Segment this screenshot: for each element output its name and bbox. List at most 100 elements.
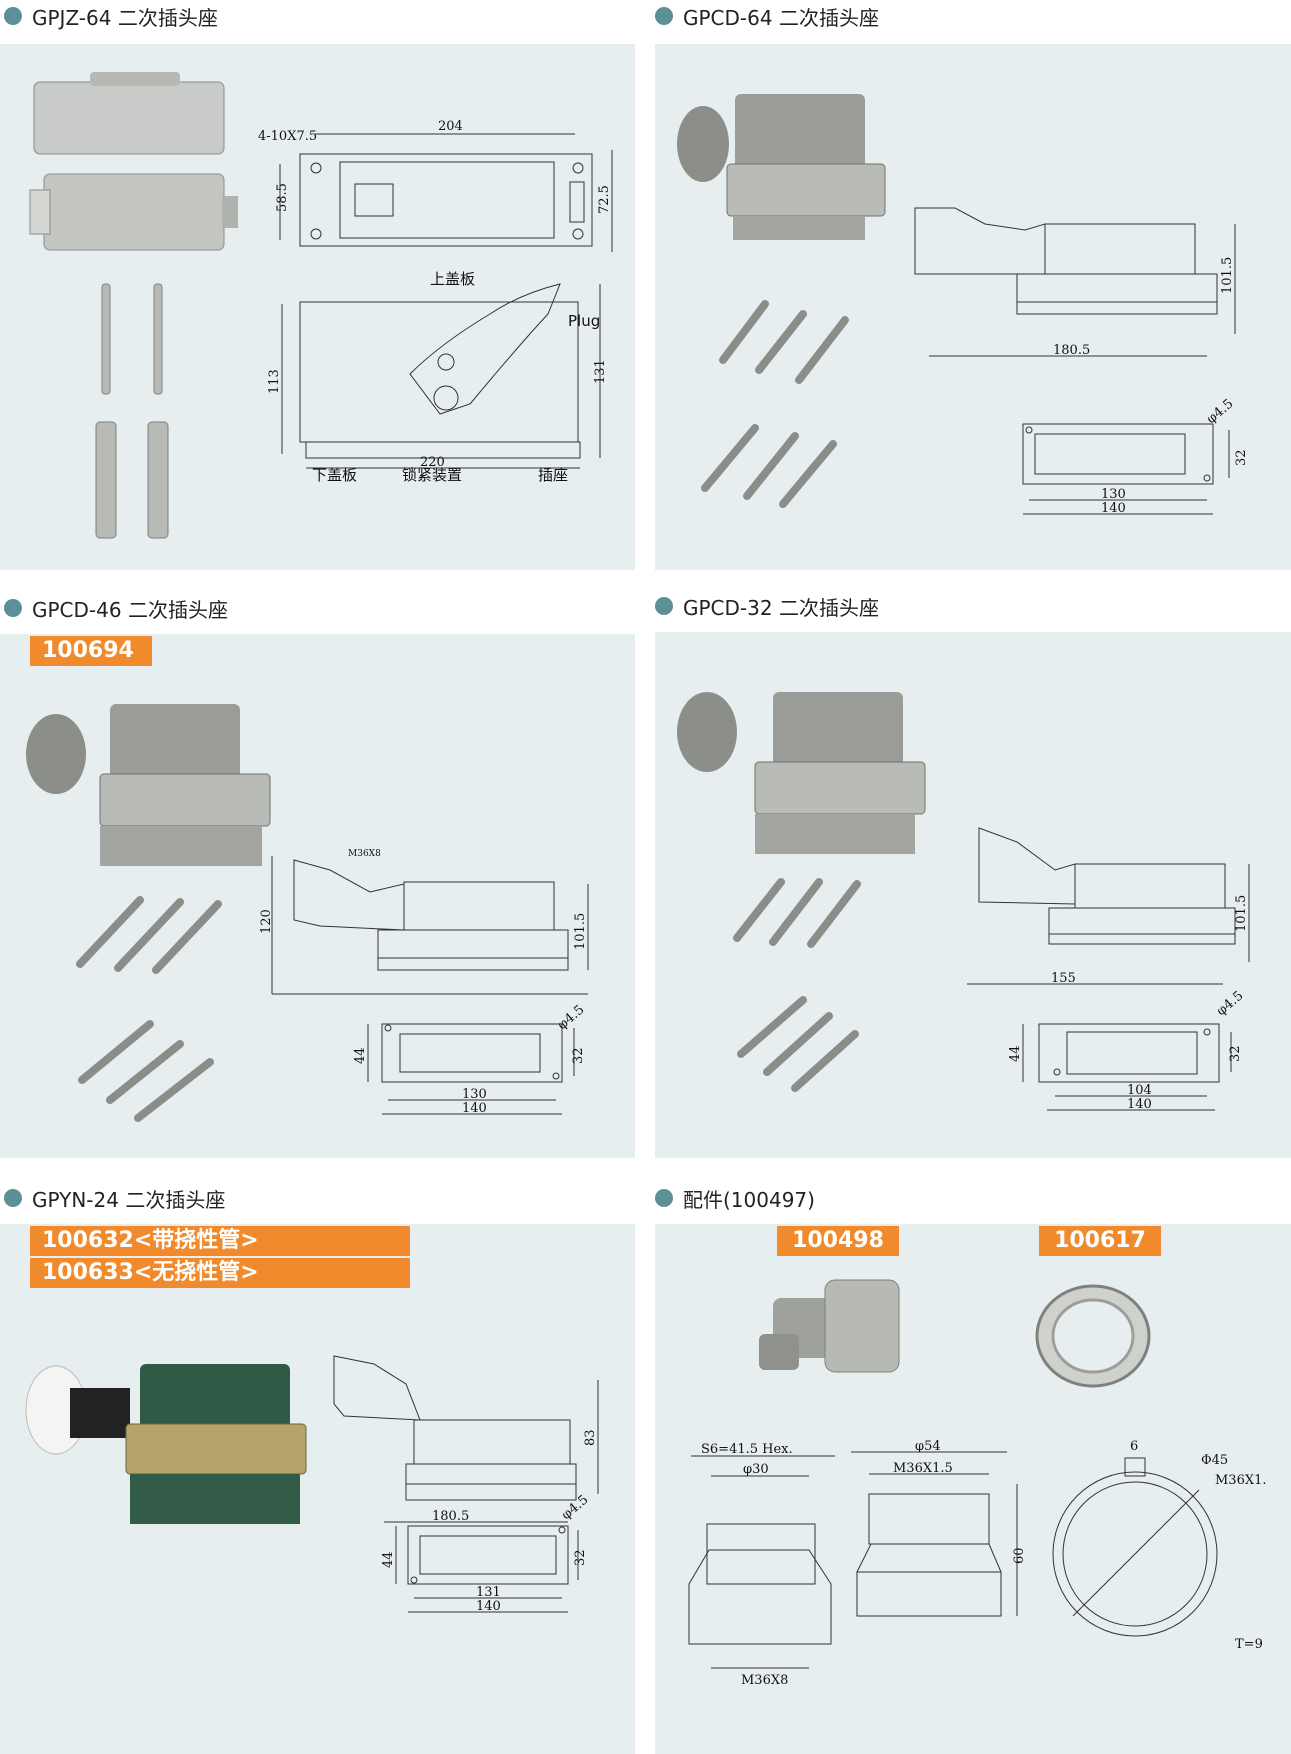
dim-label: 60: [1012, 1547, 1027, 1564]
dim-label: 113: [267, 369, 282, 394]
dim-label: φ4.5: [1204, 396, 1236, 427]
dim-label: 44: [1008, 1045, 1023, 1062]
dim-label: φ54: [915, 1439, 941, 1454]
connector-housing-photo: [29, 72, 238, 251]
accessories-illustration: S6=41.5 Hex. φ30 M36X8 φ54 M36X1.5 60 6 …: [688, 1279, 1267, 1688]
dim-label: 131: [593, 359, 608, 384]
dim-label: M36X1.5: [893, 1461, 953, 1476]
bullet-icon: [4, 599, 22, 617]
dim-label: 83: [583, 1429, 598, 1446]
bullet-icon: [4, 7, 22, 25]
part-number-tag: 100498: [777, 1226, 899, 1256]
dim-label: 140: [1101, 501, 1126, 516]
dim-label: 101.5: [1220, 257, 1235, 294]
gpcd64-side-view-drawing: 180.5 101.5: [914, 207, 1236, 358]
dim-label: 32: [571, 1047, 586, 1064]
part-label: 插座: [538, 466, 568, 484]
lock-nut-photo: [1035, 1284, 1151, 1388]
dim-label: 180.5: [1053, 343, 1090, 358]
part-label: 下盖板: [312, 466, 357, 484]
panel-gpcd64: 180.5 101.5 130 140 32 φ4.5: [655, 44, 1291, 570]
part-label: 上盖板: [430, 270, 475, 288]
panel-gpjz64: 204 4-10X7.5 58.5 72.5 220 113 131 上盖板 P…: [0, 44, 635, 570]
dim-label: 4-10X7.5: [258, 129, 317, 144]
gpcd64-illustration: 180.5 101.5 130 140 32 φ4.5: [677, 94, 1249, 516]
connector-hood-photo: [677, 692, 926, 854]
dim-label: Φ45: [1201, 1453, 1228, 1468]
pin-contacts-photo: [701, 300, 849, 508]
dim-label: 130: [1101, 487, 1126, 502]
part-number-tag: 100694: [30, 636, 152, 666]
dim-label: 120: [259, 909, 274, 934]
bullet-icon: [4, 1189, 22, 1207]
gpjz64-illustration: 204 4-10X7.5 58.5 72.5 220 113 131 上盖板 P…: [29, 72, 613, 539]
dim-label: 104: [1127, 1083, 1152, 1098]
part-label: 锁紧装置: [402, 466, 462, 484]
dim-label: 130: [462, 1087, 487, 1102]
cable-gland-photo: [759, 1279, 900, 1373]
gpjz64-top-view-drawing: 204 4-10X7.5 58.5 72.5: [258, 119, 613, 252]
lock-nut-drawing: 6 Φ45 M36X1. T=9: [1052, 1439, 1267, 1652]
section-title-gpcd64: GPCD-64 二次插头座: [655, 2, 879, 30]
panel-gpyn24: 180.5 83 131 140 44 32 φ4.5 100632<带挠性管>…: [0, 1224, 635, 1754]
part-label: Plug: [568, 312, 600, 330]
connector-hood-photo: [26, 704, 271, 866]
dim-label: φ30: [743, 1462, 769, 1477]
section-title-gpyn24: GPYN-24 二次插头座: [4, 1184, 225, 1212]
dim-label: M36X1.: [1215, 1473, 1267, 1488]
dim-label: φ4.5: [559, 1492, 591, 1523]
dim-label: 32: [573, 1549, 588, 1566]
part-number-tag: 100632<带挠性管>: [30, 1226, 410, 1256]
pin-contacts-photo: [733, 878, 861, 1092]
bullet-icon: [655, 7, 673, 25]
gpcd32-side-view-drawing: 155 101.5: [967, 827, 1250, 986]
gpjz64-side-view-drawing: 220 113 131 上盖板 Plug 下盖板 锁紧装置 插座: [267, 270, 608, 484]
dim-label: 72.5: [597, 185, 612, 214]
bullet-icon: [655, 597, 673, 615]
dim-label: φ4.5: [1214, 988, 1246, 1019]
dim-label: 44: [381, 1551, 396, 1568]
dim-label: φ4.5: [555, 1002, 587, 1033]
gland-section-drawing: S6=41.5 Hex. φ30 M36X8: [688, 1442, 835, 1688]
gpcd46-bottom-view-drawing: 130 140 44 32 φ4.5: [353, 1002, 587, 1116]
dim-label: 180.5: [432, 1509, 469, 1524]
panel-accessories: S6=41.5 Hex. φ30 M36X8 φ54 M36X1.5 60 6 …: [655, 1224, 1291, 1754]
section-title-accessories: 配件(100497): [655, 1184, 815, 1212]
part-number-tag: 100617: [1039, 1226, 1161, 1256]
dim-label: 155: [1051, 971, 1076, 986]
gpcd32-illustration: 155 101.5 104 140 44 32 φ4.5: [677, 692, 1250, 1112]
dim-label: 32: [1234, 449, 1249, 466]
panel-gpcd32: 155 101.5 104 140 44 32 φ4.5: [655, 632, 1291, 1158]
dim-label: 204: [438, 119, 463, 134]
dim-label: T=9: [1235, 1637, 1263, 1652]
dim-label: 220: [420, 455, 445, 470]
dim-label: M36X8: [741, 1673, 788, 1688]
dim-label: 101.5: [573, 913, 588, 950]
dim-label: M36X8: [348, 849, 381, 859]
gpyn24-side-view-drawing: 180.5 83: [333, 1355, 599, 1524]
dim-label: 6: [1130, 1439, 1138, 1454]
dim-label: 140: [476, 1599, 501, 1614]
dim-label: 140: [1127, 1097, 1152, 1112]
panel-gpcd46: M36X8 120 101.5 130 140 44 32 φ4.5 10069…: [0, 634, 635, 1158]
connector-hood-photo: [25, 1364, 307, 1524]
adapter-section-drawing: φ54 M36X1.5 60: [851, 1439, 1027, 1617]
pin-contacts-photo: [76, 896, 222, 1122]
dim-label: 131: [476, 1585, 501, 1600]
dim-label: 140: [462, 1101, 487, 1116]
section-title-gpcd46: GPCD-46 二次插头座: [4, 594, 228, 622]
part-number-tag: 100633<无挠性管>: [30, 1258, 410, 1288]
gpyn24-illustration: 180.5 83 131 140 44 32 φ4.5: [25, 1355, 599, 1614]
dim-label: S6=41.5 Hex.: [701, 1442, 793, 1457]
dim-label: 58.5: [275, 183, 290, 212]
connector-hood-photo: [677, 94, 886, 240]
gpyn24-bottom-view-drawing: 131 140 44 32 φ4.5: [381, 1492, 591, 1614]
bullet-icon: [655, 1189, 673, 1207]
section-title-gpjz64: GPJZ-64 二次插头座: [4, 2, 218, 30]
gpcd46-side-view-drawing: M36X8 120 101.5: [259, 849, 589, 995]
pin-contacts-photo: [95, 283, 169, 539]
dim-label: 44: [353, 1047, 368, 1064]
gpcd46-illustration: M36X8 120 101.5 130 140 44 32 φ4.5: [26, 704, 589, 1122]
dim-label: 32: [1228, 1045, 1243, 1062]
gpcd64-bottom-view-drawing: 130 140 32 φ4.5: [1022, 396, 1249, 516]
